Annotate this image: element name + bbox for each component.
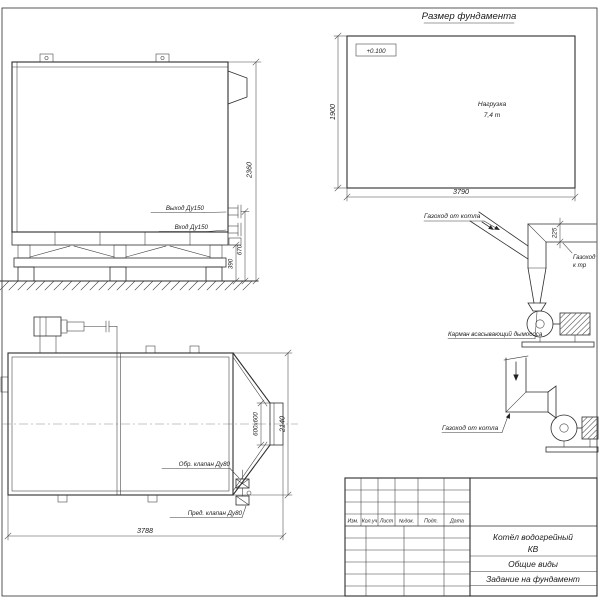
outlet-nozzle (227, 204, 242, 219)
boiler-frame (11, 231, 229, 246)
duct-from-boiler-label-upper: Газоход от котла (424, 212, 481, 220)
front-fitting (0, 376, 9, 393)
nozzle-stub (189, 345, 200, 354)
dim-225: 225 (552, 227, 559, 239)
safety-valve-callout: Пред. клапан Ду80 (169, 505, 247, 518)
duct-to-stack-line2: к тр (573, 262, 587, 269)
check-valve-label: Обр. клапан Ду80 (179, 461, 231, 468)
boiler-side-view: 2360 670 390 Выход Ду150 Вход Ду150 (0, 53, 262, 291)
rear-cone (232, 352, 284, 496)
title-col-list: Лист (379, 519, 394, 525)
dimension-390: 390 (228, 241, 241, 285)
flow-arrow-icon (488, 225, 494, 230)
nozzle-stub (147, 494, 158, 503)
flue-diagram-upper: 225 Газоход от котла Газоход к тр Карман… (423, 211, 597, 348)
elevation-mark: +0.100 (366, 48, 386, 55)
suction-pocket-callout: Карман всасывающий дымососа (447, 311, 543, 339)
support-skid (13, 244, 227, 282)
task-name: Задание на фундамент (486, 574, 580, 584)
flue-stub (227, 70, 248, 105)
safety-valve-symbol (235, 487, 252, 506)
suction-pocket (527, 302, 547, 312)
product-name-line1: Котёл водогрейный (493, 532, 573, 542)
title-block: Изм. Кол.уч Лист №док. Подп. Дата Котёл … (344, 477, 598, 597)
dimension-2140: 2140 (232, 349, 293, 499)
title-col-koluch: Кол.уч (362, 519, 378, 525)
dim-3788: 3788 (137, 526, 153, 535)
nozzle-stub (145, 345, 156, 354)
inlet-label: Вход Ду150 (175, 224, 209, 231)
leader-arrow-icon (494, 225, 500, 230)
leader-arrow-icon (505, 413, 510, 419)
dim-3790: 3790 (453, 187, 469, 196)
ground-hatch (0, 280, 259, 291)
dimension-2360: 2360 (227, 58, 262, 285)
dimension-600x600: 600x600 (253, 399, 271, 449)
view-name: Общие виды (508, 559, 558, 569)
dim-670: 670 (237, 244, 244, 255)
dim-1900: 1900 (328, 104, 337, 120)
title-col-data: Дата (449, 519, 464, 525)
dim-600x600: 600x600 (253, 412, 260, 436)
load-label-line2: 7,4 т (484, 112, 501, 119)
dimension-225: 225 (552, 217, 564, 249)
duct-from-boiler-label-lower: Газоход от котла (442, 424, 499, 432)
dimension-1900: 1900 (328, 32, 348, 192)
check-valve-symbol (235, 469, 250, 489)
duct-from-boiler-callout-upper: Газоход от котла (423, 212, 500, 230)
fan-base (545, 438, 599, 453)
flow-arrow-icon (513, 374, 519, 381)
flue-diagram-lower: Газоход от котла (441, 355, 599, 453)
title-col-podp: Подп. (424, 519, 438, 525)
fan-inlet-pocket (547, 385, 557, 419)
product-name-line2: КВ (528, 544, 539, 554)
fan-motor (581, 416, 599, 440)
foundation-outline (346, 35, 576, 189)
dimension-3790: 3790 (343, 187, 579, 202)
dimension-3788: 3788 (4, 444, 287, 541)
foundation-plan: Размер фундамента +0.100 Нагрузка 7,4 т … (328, 11, 579, 202)
fan-base (521, 334, 595, 348)
sheet-frame (1, 7, 598, 597)
lifting-lug (39, 53, 170, 63)
boiler-top-view: 600x600 2140 3788 Обр. клапан Ду80 Пр (0, 316, 298, 541)
title-col-ndok: №док. (399, 519, 414, 525)
fan-motor (559, 312, 591, 336)
burner-unit (33, 316, 118, 354)
safety-valve-label: Пред. клапан Ду80 (188, 510, 243, 517)
dim-2140: 2140 (278, 416, 287, 433)
check-valve-callout: Обр. клапан Ду80 (161, 461, 240, 479)
dim-390: 390 (228, 258, 235, 269)
dim-2360: 2360 (245, 162, 254, 179)
load-label-line1: Нагрузка (478, 101, 507, 108)
smoke-exhauster-fan (550, 414, 583, 442)
outlet-callout: Выход Ду150 (150, 205, 227, 213)
elevation-box: +0.100 (355, 43, 397, 57)
title-col-izm: Изм. (347, 519, 358, 525)
duct-to-stack-callout: Газоход к тр (562, 242, 596, 269)
duct-from-boiler-callout-lower: Газоход от котла (441, 413, 510, 433)
outlet-label: Выход Ду150 (166, 205, 205, 212)
dimension-670: 670 (237, 208, 250, 285)
inlet-callout: Вход Ду150 (158, 224, 227, 232)
duct-to-stack-line1: Газоход (573, 254, 596, 261)
foundation-title: Размер фундамента (422, 11, 517, 22)
suction-pocket-label: Карман всасывающий дымососа (448, 331, 543, 338)
nozzle-stub (57, 494, 68, 503)
